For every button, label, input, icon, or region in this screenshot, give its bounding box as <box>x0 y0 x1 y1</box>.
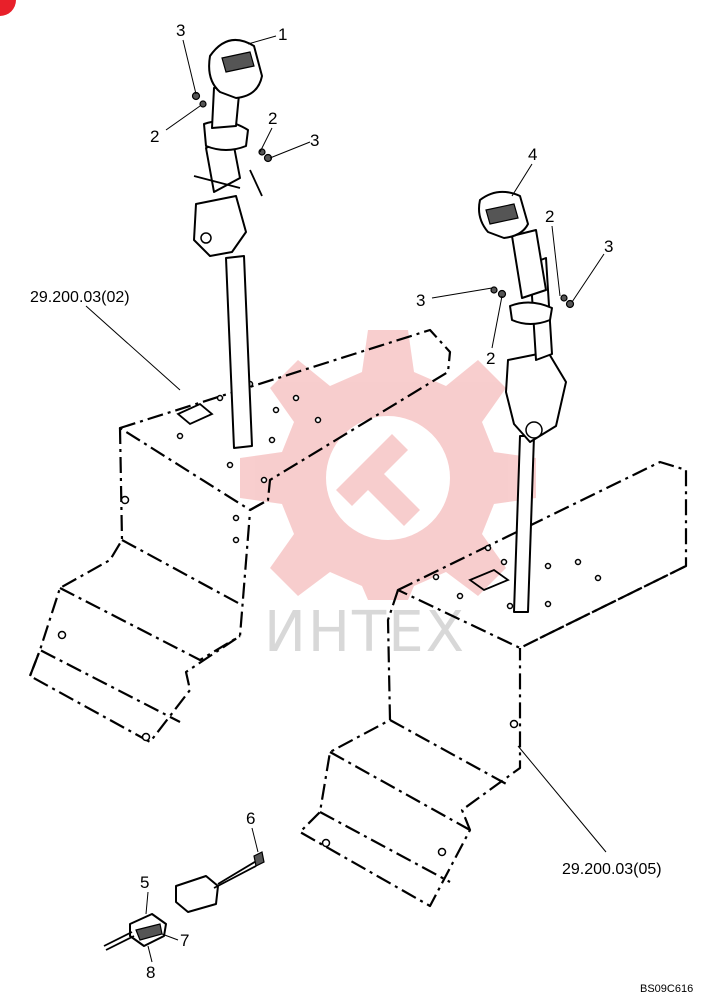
callout-3-left-of-right-joystick: 3 <box>416 291 425 310</box>
right-joystick <box>478 190 575 613</box>
reference-left-panel: 29.200.03(02) <box>30 289 130 306</box>
watermark-logo <box>240 330 536 600</box>
drawing-code: BS09C616 <box>640 983 693 995</box>
callout-2-left: 2 <box>150 127 159 146</box>
part-6-screw-head <box>253 851 265 867</box>
callout-3-right: 3 <box>310 131 319 150</box>
callout-1: 1 <box>278 25 287 44</box>
callout-3-right-joystick: 3 <box>604 237 613 256</box>
part-6-connector-body <box>175 875 219 913</box>
right-floor-panel <box>298 460 688 908</box>
small-parts-group <box>103 851 265 951</box>
left-joystick <box>191 38 273 449</box>
left-floor-panel <box>28 328 452 744</box>
reference-right-panel: 29.200.03(05) <box>562 861 662 878</box>
callout-2-upper-right: 2 <box>268 109 277 128</box>
callout-2-lower-right-joystick: 2 <box>486 349 495 368</box>
callout-3-top-left: 3 <box>176 21 185 40</box>
callout-5: 5 <box>140 873 149 892</box>
callout-6: 6 <box>246 809 255 828</box>
callout-7: 7 <box>180 931 189 950</box>
callout-2-right-joystick: 2 <box>545 207 554 226</box>
corner-mark <box>0 0 16 16</box>
leader-lines <box>85 35 607 963</box>
callout-8: 8 <box>146 963 155 982</box>
callout-4: 4 <box>528 145 537 164</box>
watermark-text: ИНТЕХ <box>264 600 466 665</box>
